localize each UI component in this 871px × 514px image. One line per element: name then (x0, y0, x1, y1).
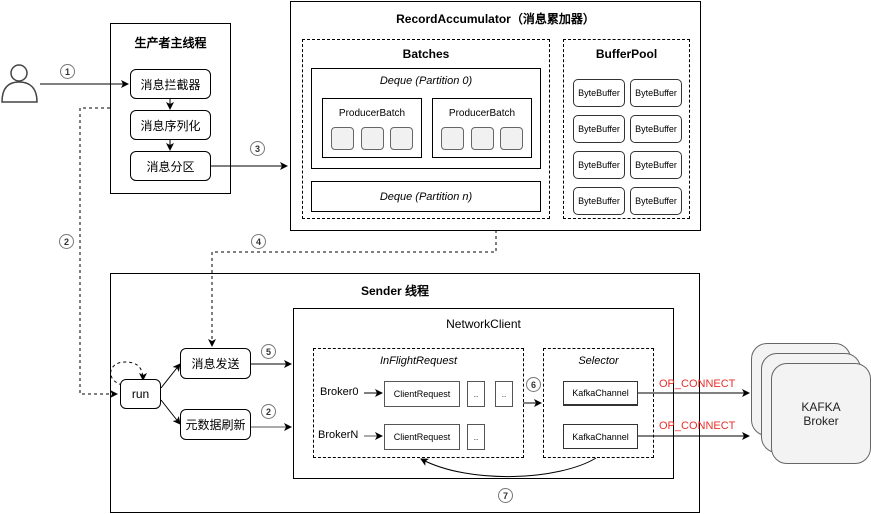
arrow-accumulator-to-send (208, 230, 497, 347)
op-connect-label: OP_CONNECT (659, 378, 736, 390)
deque-partition-n: Deque (Partition n) (311, 181, 541, 212)
byte-buffer-grid: ByteBuffer ByteBuffer ByteBuffer ByteBuf… (573, 79, 683, 215)
kafka-broker-line1: KAFKA (801, 399, 841, 414)
network-client-title: NetworkClient (446, 317, 521, 331)
sender-thread-title: Sender 线程 (360, 284, 430, 298)
selector-title: Selector (578, 355, 619, 367)
arrow-producer-to-run (79, 107, 118, 398)
arrow-run-self-loop (110, 361, 147, 386)
op-connect-label: OP_CONNECT (659, 420, 736, 432)
producer-batch: ProducerBatch (322, 98, 422, 158)
client-request-ellipsis: .. (467, 381, 485, 407)
selector-box: Selector (543, 348, 654, 458)
client-request-ellipsis: .. (467, 424, 485, 450)
producer-batch-label: ProducerBatch (338, 108, 406, 119)
byte-buffer: ByteBuffer (573, 79, 625, 107)
byte-buffer: ByteBuffer (630, 151, 682, 179)
byte-buffer: ByteBuffer (573, 187, 625, 215)
deque-partition-0: Deque (Partition 0) (311, 68, 541, 169)
network-client-box: NetworkClient (293, 308, 674, 479)
batch-record (470, 127, 494, 150)
byte-buffer: ByteBuffer (630, 115, 682, 143)
step-number-4: 4 (251, 234, 266, 249)
producer-batch-label: ProducerBatch (448, 108, 516, 119)
byte-buffer: ByteBuffer (630, 79, 682, 107)
kafka-broker: KAFKA Broker (771, 363, 871, 464)
send-node: 消息发送 (180, 348, 251, 379)
step-number-3: 3 (250, 141, 265, 156)
broker0-label: Broker0 (320, 386, 359, 398)
run-node: run (120, 379, 161, 409)
step-number-7: 7 (498, 488, 513, 503)
arrow-selector-to-inflight (420, 457, 597, 477)
producer-batch: ProducerBatch (432, 98, 532, 158)
producer-thread-box: 生产者主线程 (110, 23, 231, 194)
step-number-2: 2 (261, 404, 276, 419)
step-partitioner: 消息分区 (130, 151, 211, 181)
client-request: ClientRequest (384, 381, 460, 407)
batch-record (441, 127, 464, 150)
inflight-request-title: InFlightRequest (379, 355, 458, 367)
step-number-6: 6 (526, 377, 541, 392)
kafka-broker-line2: Broker (803, 413, 839, 428)
batch-record (390, 127, 413, 150)
byte-buffer: ByteBuffer (573, 151, 625, 179)
metadata-refresh-node: 元数据刷新 (180, 409, 251, 440)
record-accumulator-box: RecordAccumulator（消息累加器） (290, 1, 701, 231)
batches-box: Batches (302, 39, 550, 219)
buffer-pool-title: BufferPool (595, 47, 658, 61)
deque-partition-0-label: Deque (Partition 0) (379, 75, 473, 87)
arrow-run-to-send (160, 363, 181, 389)
user-icon (1, 64, 38, 103)
batch-record (331, 127, 354, 150)
step-serializer: 消息序列化 (130, 110, 211, 140)
client-request: ClientRequest (384, 424, 460, 450)
step-interceptor: 消息拦截器 (130, 69, 211, 99)
deque-partition-n-label: Deque (Partition n) (379, 190, 473, 203)
byte-buffer: ByteBuffer (630, 187, 682, 215)
kafka-channel: KafkaChannel (563, 381, 638, 406)
step-number-5: 5 (261, 344, 276, 359)
buffer-pool-box: BufferPool (563, 39, 690, 219)
brokerN-label: BrokerN (318, 429, 359, 441)
step-number-1: 1 (60, 64, 75, 79)
sender-thread-box: Sender 线程 (110, 273, 700, 513)
arrow-run-to-refresh (160, 399, 181, 425)
record-accumulator-title: RecordAccumulator（消息累加器） (396, 12, 595, 26)
producer-thread-title: 生产者主线程 (134, 36, 207, 50)
byte-buffer: ByteBuffer (573, 115, 625, 143)
inflight-request-box: InFlightRequest (313, 348, 524, 458)
step-number-2: 2 (59, 234, 74, 249)
batches-title: Batches (402, 47, 450, 61)
client-request-ellipsis: .. (495, 381, 513, 407)
kafka-channel: KafkaChannel (563, 424, 638, 449)
batch-record (360, 127, 384, 150)
batch-record (500, 127, 523, 150)
